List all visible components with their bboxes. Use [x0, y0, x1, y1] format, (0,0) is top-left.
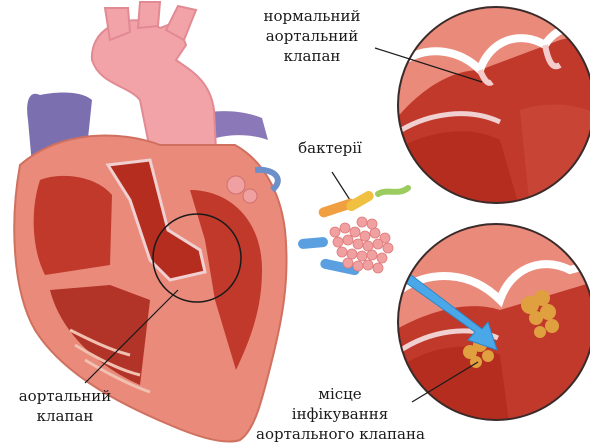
normal-valve-label: нормальний аортальний клапан	[252, 6, 372, 66]
infection-site-label: місце інфікування аортального клапана	[256, 384, 424, 444]
bacteria-leader	[332, 172, 350, 200]
normal-valve-label-line1: нормальний	[252, 6, 372, 26]
infection-site-label-line3: аортального клапана	[256, 424, 424, 444]
aortic-valve-label-line1: аортальний	[0, 386, 130, 406]
right-atrium	[34, 176, 112, 275]
normal-valve-label-line3: клапан	[252, 46, 372, 66]
bacteria-label: бактерії	[280, 138, 380, 158]
aortic-valve-label: аортальний клапан	[0, 386, 130, 426]
infection-site-label-line2: інфікування	[256, 404, 424, 424]
heart	[14, 2, 286, 442]
infection-site-label-line1: місце	[256, 384, 424, 404]
normal-valve-zoom	[375, 0, 590, 210]
normal-valve-label-line2: аортальний	[252, 26, 372, 46]
aortic-valve-label-line2: клапан	[0, 406, 130, 426]
bacteria-cluster	[298, 172, 408, 276]
